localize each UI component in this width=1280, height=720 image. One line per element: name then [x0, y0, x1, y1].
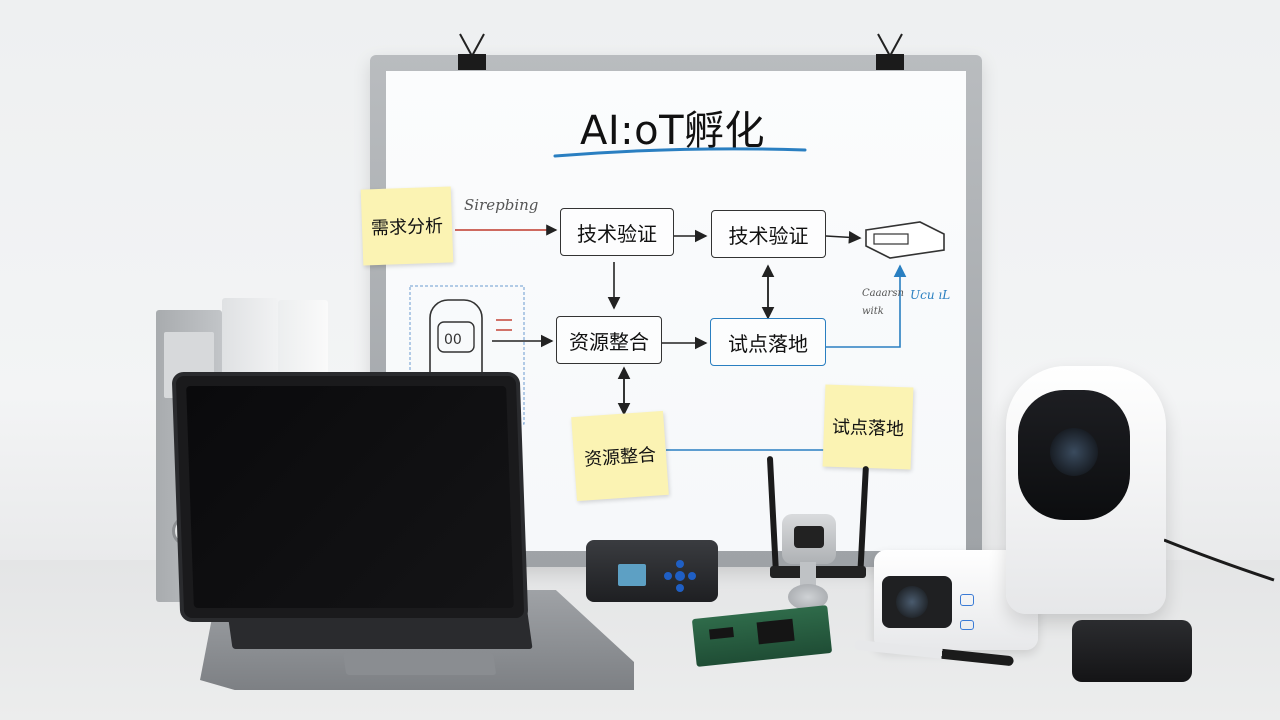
- title-underline: [553, 147, 807, 158]
- mini-camera-stand: [800, 562, 816, 588]
- antenna-base: [770, 566, 866, 578]
- binder-clip-right: [876, 33, 904, 70]
- sticky-note-pilot: 试点落地: [822, 384, 914, 470]
- dpad-icon: [664, 560, 696, 592]
- scribble-top: Sirepbing: [464, 196, 539, 214]
- drawn-router-icon: [865, 221, 945, 259]
- smart-speaker: [1072, 620, 1192, 682]
- sticky-note-resource-integration: 资源整合: [571, 410, 669, 502]
- binder-clip-left: [458, 33, 486, 70]
- scribble-right-2: witk: [862, 306, 884, 317]
- hub-device: [586, 540, 718, 602]
- security-camera: [1006, 366, 1166, 614]
- mini-camera: [782, 514, 836, 564]
- flow-box-tech-validation-1: 技术验证: [560, 208, 674, 256]
- flow-box-tech-validation-2: 技术验证: [711, 210, 826, 258]
- scribble-right-3: Ucu ıL: [910, 288, 951, 302]
- whiteboard: [370, 55, 982, 567]
- laptop-screen: [171, 372, 529, 622]
- flow-box-resource-integration: 资源整合: [556, 316, 662, 364]
- svg-text:00: 00: [444, 332, 462, 348]
- scribble-right-1: Caaarsn: [862, 288, 904, 299]
- board-title: AI:oT孵化: [580, 108, 766, 154]
- sticky-note-demand-analysis: 需求分析: [360, 186, 454, 266]
- camera-cable: [1164, 538, 1275, 582]
- flow-box-pilot: 试点落地: [710, 318, 826, 366]
